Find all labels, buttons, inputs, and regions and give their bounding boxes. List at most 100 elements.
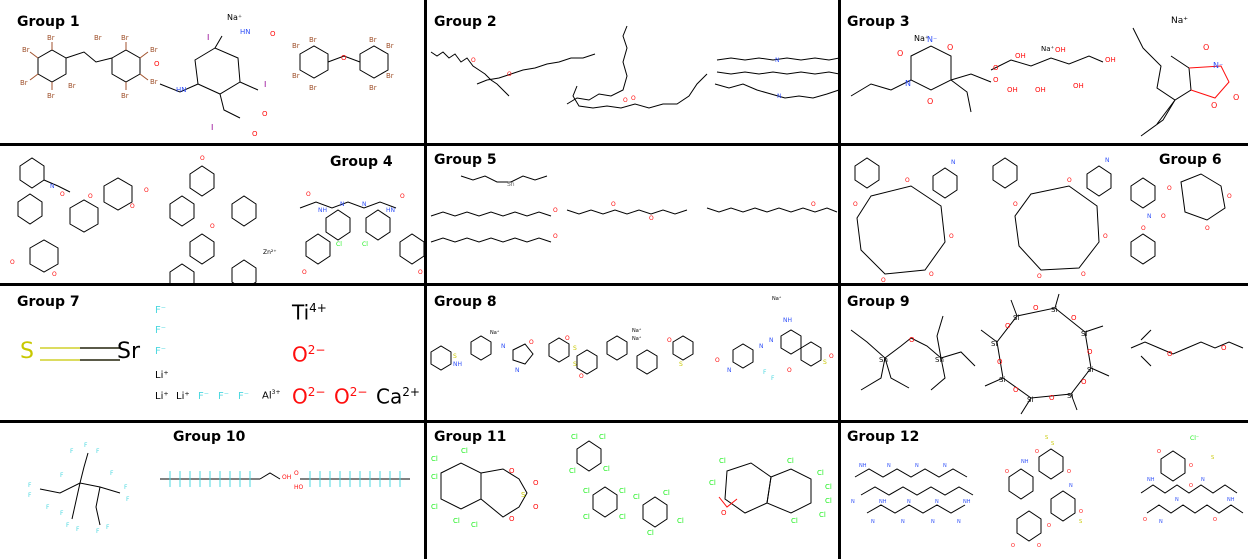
svg-text:O: O [52,271,57,278]
svg-text:N: N [1201,477,1205,483]
svg-text:Si: Si [1087,366,1093,374]
svg-text:O: O [1047,523,1051,529]
counterion-label: Na⁺ [227,13,243,22]
svg-text:Cl: Cl [647,529,654,537]
svg-text:O: O [881,277,886,283]
titanium-ion: Ti4+ [292,300,327,325]
svg-text:O: O [579,373,584,380]
svg-text:O: O [649,215,654,222]
svg-text:I: I [207,33,209,42]
svg-text:F: F [96,448,100,455]
svg-text:NH: NH [859,463,867,469]
svg-text:S: S [1045,435,1048,441]
svg-text:O: O [1071,314,1077,322]
svg-text:HO: HO [294,484,304,491]
svg-text:O: O [1049,394,1055,402]
fluoride-ion: F⁻ [198,391,210,402]
svg-text:Br: Br [150,78,158,86]
calcium-ion: Ca2+ [376,384,420,409]
svg-text:O: O [262,110,268,118]
svg-text:OH: OH [1007,86,1018,94]
svg-text:F: F [126,496,130,503]
svg-text:Br: Br [386,42,394,50]
svg-text:I: I [264,80,266,89]
svg-text:O: O [997,358,1003,366]
group-label: Group 5 [434,152,497,168]
svg-text:N: N [915,463,919,469]
counterion-label: Na⁺ [1041,45,1055,53]
svg-text:Si: Si [1081,330,1087,338]
group-label: Group 7 [17,294,80,310]
svg-text:Cl: Cl [619,487,626,495]
svg-text:OH: OH [1035,86,1046,94]
svg-text:O: O [631,95,636,102]
svg-text:S: S [521,491,526,499]
strontium-atom: Sr [117,339,141,364]
svg-text:O: O [1013,201,1018,208]
svg-text:Si: Si [999,376,1005,384]
svg-text:O: O [1103,233,1108,240]
svg-text:F: F [763,369,767,376]
lithium-ion: Li⁺ [155,370,169,381]
svg-text:S: S [573,345,577,352]
svg-text:O: O [553,233,558,240]
svg-text:NH: NH [1227,497,1235,503]
svg-text:OH: OH [282,474,291,481]
svg-text:O: O [667,337,672,344]
svg-text:Cl: Cl [787,457,794,465]
svg-text:F: F [106,524,110,531]
svg-text:N: N [871,519,875,525]
svg-text:O: O [715,357,720,364]
svg-text:Br: Br [292,72,300,80]
svg-text:F: F [70,448,74,455]
svg-text:OH: OH [1015,52,1026,60]
fluoride-ion: F⁻ [155,325,167,336]
group-label: Group 8 [434,294,497,310]
svg-text:N: N [50,183,55,190]
svg-text:O: O [144,187,149,194]
group-label: Group 10 [173,429,246,445]
svg-text:O: O [829,353,834,360]
svg-text:Sn: Sn [879,356,888,364]
svg-text:O: O [270,30,276,38]
fluoride-ion: F⁻ [155,305,167,316]
svg-text:S: S [679,361,683,368]
svg-text:NH: NH [1147,477,1155,483]
svg-text:N: N [501,343,506,350]
svg-text:S: S [823,359,827,366]
svg-text:OH: OH [1073,82,1084,90]
svg-text:Cl: Cl [603,465,610,473]
svg-text:NH: NH [963,499,971,505]
svg-text:NH: NH [453,361,462,368]
svg-text:F: F [96,528,100,535]
svg-text:Sn: Sn [935,356,944,364]
svg-text:N: N [1147,213,1152,220]
svg-text:Cl: Cl [471,521,478,529]
svg-text:Si: Si [991,340,997,348]
group-label: Group 11 [434,429,507,445]
svg-text:Br: Br [309,36,317,44]
svg-text:OH: OH [1055,46,1066,54]
svg-text:N: N [1159,519,1163,525]
svg-text:Br: Br [47,34,55,42]
svg-text:Br: Br [386,72,394,80]
svg-text:O: O [929,271,934,278]
svg-text:Cl: Cl [336,241,342,248]
aluminum-ion: Al3+ [262,389,281,402]
svg-text:F: F [110,470,114,477]
svg-text:O: O [1157,449,1161,455]
svg-text:F: F [28,482,32,489]
svg-text:HN: HN [240,28,251,36]
svg-text:O: O [993,64,999,72]
svg-text:S: S [573,361,577,368]
svg-text:N: N [935,499,939,505]
svg-text:N: N [1175,497,1179,503]
svg-text:O: O [88,193,93,200]
svg-text:Br: Br [121,34,129,42]
svg-text:N⁻: N⁻ [927,35,937,44]
group-label: Group 3 [847,14,910,30]
